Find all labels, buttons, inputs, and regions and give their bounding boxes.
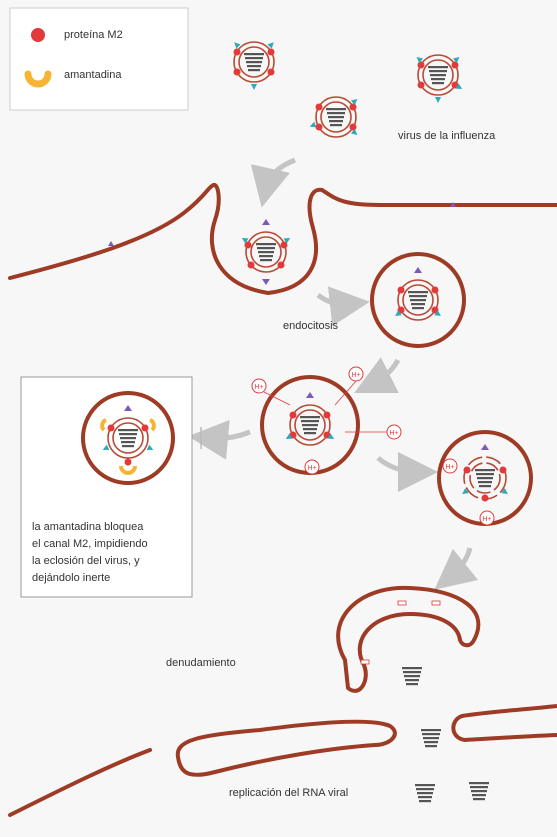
label-virus: virus de la influenza (398, 130, 496, 142)
red-dot-icon (31, 28, 45, 42)
proton-icons (251, 366, 402, 475)
rna-released (402, 667, 422, 686)
arrow-to-endosome (316, 286, 370, 327)
endosome-1 (370, 252, 466, 348)
inset-note-line: la eclosión del virus, y (32, 555, 140, 567)
arrow-to-fusion (376, 451, 438, 492)
inset-note-line: la amantadina bloquea (32, 521, 144, 533)
virion-endosome-1 (393, 267, 443, 320)
rna-entering-nucleus (421, 729, 441, 748)
virion-blocked (100, 405, 156, 475)
inset-note: la amantadina bloquea el canal M2, impid… (32, 519, 148, 587)
label-endocytosis: endocitosis (283, 320, 339, 332)
inset-note-line: dejándolo inerte (32, 572, 111, 584)
virion-free-1 (232, 40, 276, 90)
yellow-arc-icon (24, 70, 52, 88)
nuclear-membrane-middle (175, 719, 397, 777)
virion-free-3 (308, 97, 360, 138)
label-uncoating: denudamiento (166, 657, 236, 669)
arrow-to-acidifying (354, 357, 401, 393)
arrow-to-membrane (250, 157, 296, 208)
legend-label-amantadine: amantadina (64, 69, 122, 81)
pore-marks (360, 600, 441, 665)
legend-box (9, 7, 189, 111)
virion-free-2 (414, 55, 464, 103)
legend-label-m2: proteína M2 (64, 29, 123, 41)
nuclear-membrane-right (451, 704, 557, 743)
virion-budding (240, 219, 292, 285)
rna-replicated-1 (415, 784, 435, 803)
label-replication: replicación del RNA viral (229, 787, 349, 799)
arrow-to-inset (188, 419, 251, 460)
blocked-endosome (81, 391, 175, 485)
nuclear-membrane-left (8, 748, 152, 817)
cell-membrane (8, 182, 557, 296)
rna-replicated-2 (469, 782, 489, 801)
arrow-to-uncoating (434, 547, 479, 590)
inset-note-line: el canal M2, impidiendo (32, 538, 148, 550)
virion-endosome-3 (460, 444, 510, 502)
amantadine-inset-box (20, 376, 193, 598)
virion-endosome-2 (284, 392, 336, 445)
